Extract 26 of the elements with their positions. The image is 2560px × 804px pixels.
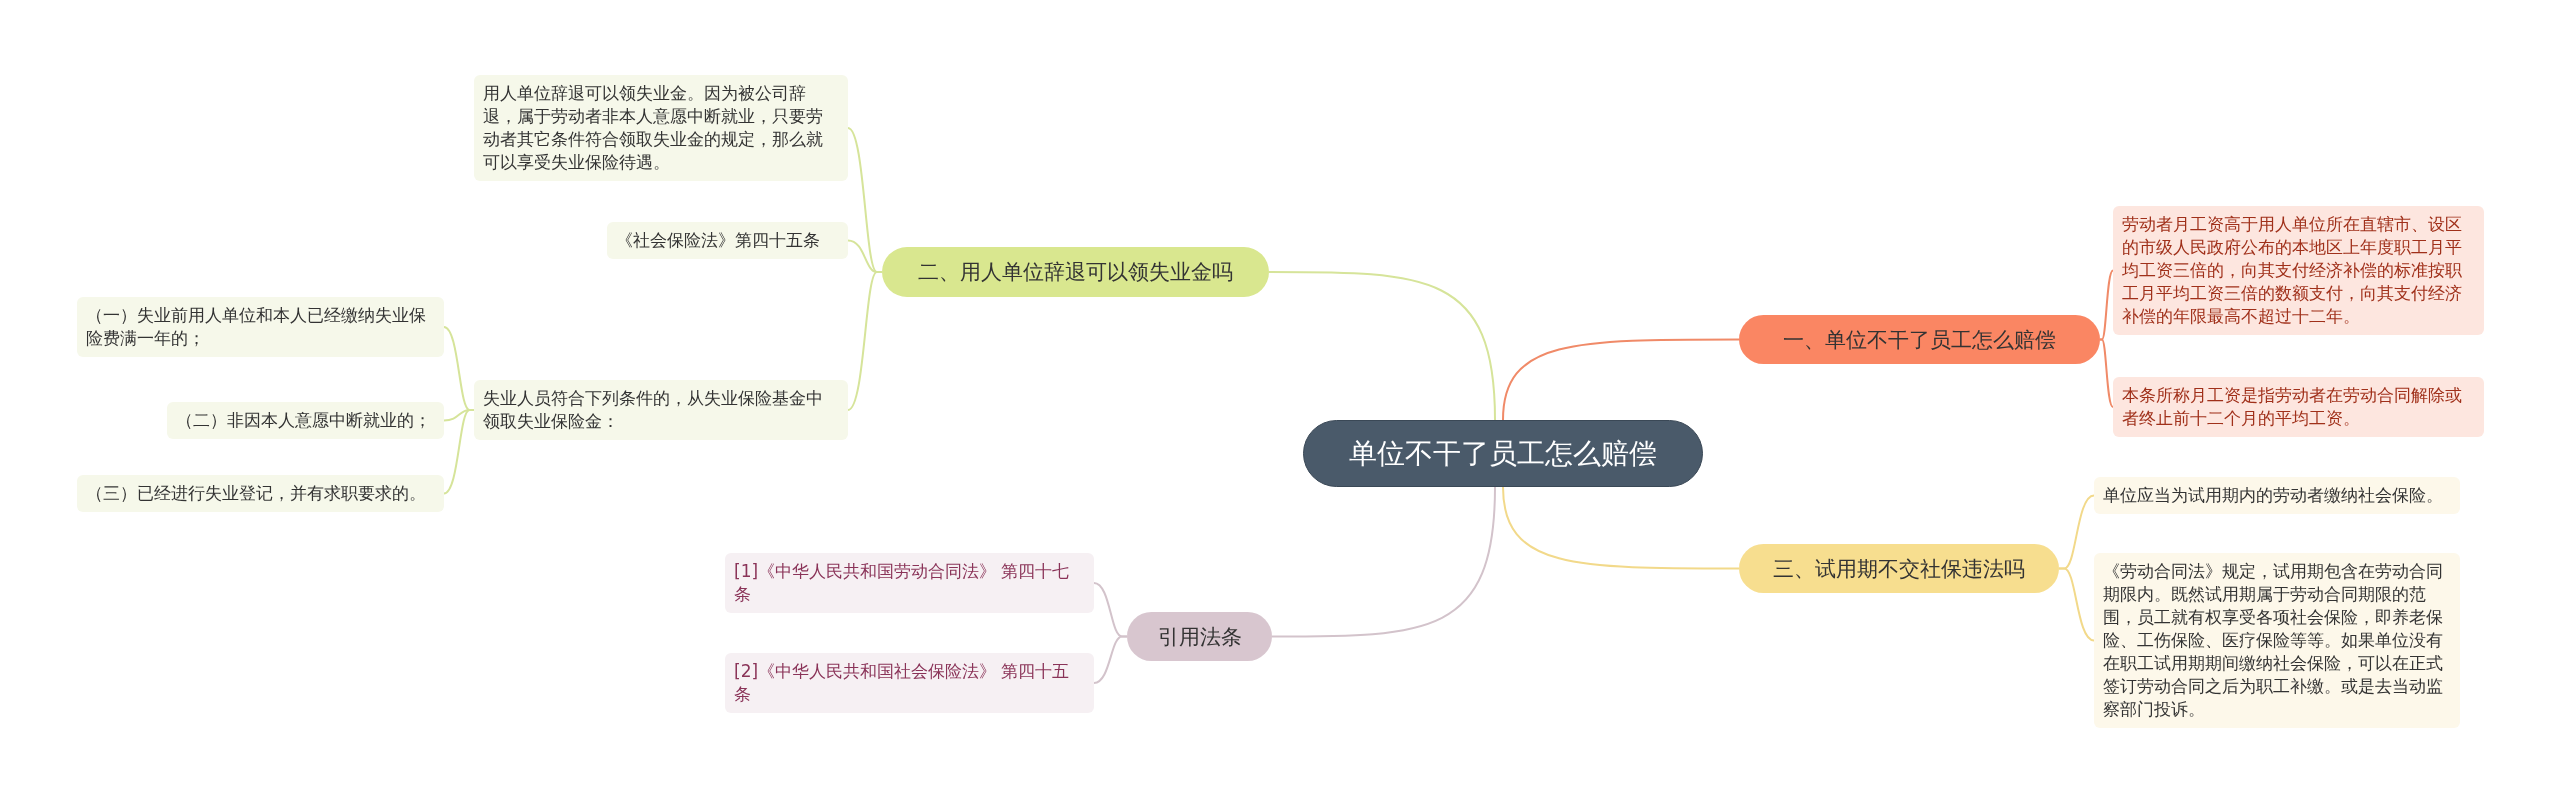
note-card: （二）非因本人意愿中断就业的； (167, 402, 444, 439)
note-card: 用人单位辞退可以领失业金。因为被公司辞退，属于劳动者非本人意愿中断就业，只要劳动者其它条件符合领取失业金的规定，那么就可以享受失业保险待遇。 (474, 75, 848, 181)
branch-topic: 引用法条 (1127, 612, 1272, 661)
connector (1271, 486, 1496, 638)
note-card: 本条所称月工资是指劳动者在劳动合同解除或者终止前十二个月的平均工资。 (2113, 377, 2484, 437)
branch-topic: 三、试用期不交社保违法吗 (1739, 544, 2059, 593)
connector (1502, 486, 1740, 570)
connector (2099, 269, 2114, 341)
note-card: 劳动者月工资高于用人单位所在直辖市、设区的市级人民政府公布的本地区上年度职工月平均工资三倍的，向其支付经济补偿的标准按职工月平均工资三倍的数额支付，向其支付经济补偿的年限最高不超过十二年。 (2113, 206, 2484, 335)
note-card: 《社会保险法》第四十五条 (607, 222, 848, 259)
connector (1268, 271, 1496, 421)
central-topic: 单位不干了员工怎么赔偿 (1303, 420, 1703, 487)
note-card: 单位应当为试用期内的劳动者缴纳社会保险。 (2094, 477, 2460, 514)
note-card: 《劳动合同法》规定，试用期包含在劳动合同期限内。既然试用期属于劳动合同期限的范围，员工就有权享受各项社会保险，即养老保险、工伤保险、医疗保险等等。如果单位没有在职工试用期期间缴纳社会保险，可以在正式签订劳动合同之后为职工补缴。或是去当动监察部门投诉。 (2094, 553, 2460, 728)
connector (1502, 338, 1740, 421)
note-card: （三）已经进行失业登记，并有求职要求的。 (77, 475, 444, 512)
connector (2099, 338, 2114, 408)
note-card: [2]《中华人民共和国社会保险法》 第四十五条 (725, 653, 1094, 713)
branch-topic: 二、用人单位辞退可以领失业金吗 (882, 247, 1269, 297)
note-card: 失业人员符合下列条件的，从失业保险基金中领取失业保险金： (474, 380, 848, 440)
connector (2058, 567, 2095, 642)
connector (1093, 635, 1128, 684)
note-card: （一）失业前用人单位和本人已经缴纳失业保险费满一年的； (77, 297, 444, 357)
branch-topic: 一、单位不干了员工怎么赔偿 (1739, 315, 2100, 364)
connector (847, 271, 883, 411)
note-card: [1]《中华人民共和国劳动合同法》 第四十七条 (725, 553, 1094, 613)
